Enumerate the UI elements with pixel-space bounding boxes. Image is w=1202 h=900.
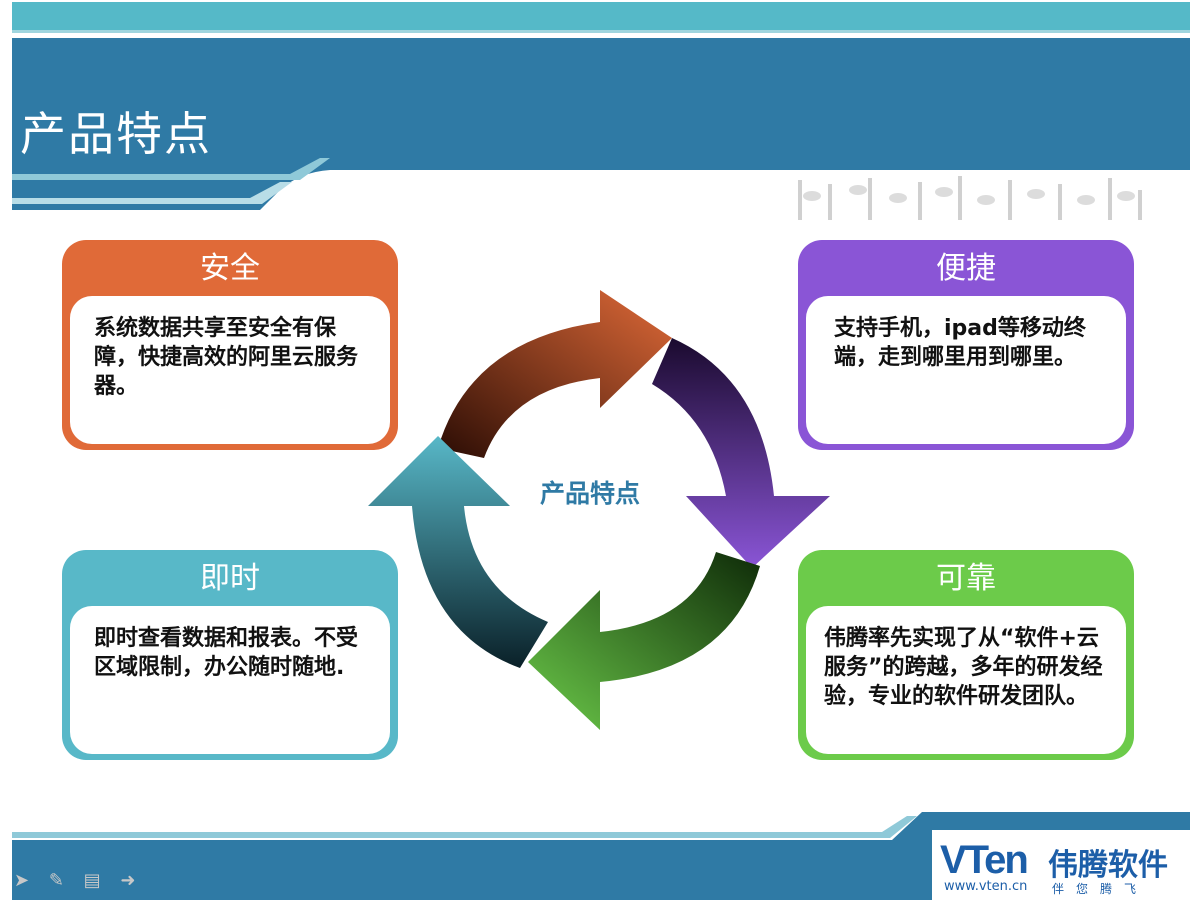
brand-name: 伟腾软件 (1048, 848, 1168, 883)
footer-band (12, 812, 1190, 900)
card-convenient: 便捷 支持手机，ipad等移动终端，走到哪里用到哪里。 (798, 240, 1134, 450)
brand-url: www.vten.cn (944, 879, 1028, 894)
brand-slogan: 伴您腾飞 (1052, 882, 1149, 896)
header-divider (12, 30, 1190, 33)
cycle-diagram (368, 290, 830, 730)
orange-arrow (438, 290, 672, 458)
card-reliable-body: 伟腾率先实现了从“软件+云服务”的跨越，多年的研发经验，专业的软件研发团队。 (806, 606, 1126, 754)
card-instant-body: 即时查看数据和报表。不受区域限制，办公随时随地. (70, 606, 390, 754)
card-instant-title: 即时 (200, 561, 260, 596)
green-arrow (528, 552, 760, 730)
menu-icon[interactable]: ▤ (83, 870, 101, 891)
header-band (12, 38, 1190, 166)
purple-arrow (652, 338, 830, 568)
slide-title: 产品特点 (20, 107, 212, 161)
cycle-center-label: 产品特点 (540, 479, 641, 508)
header-top-strip (12, 2, 1190, 30)
next-arrow-icon[interactable]: ➜ (120, 870, 136, 891)
card-convenient-title: 便捷 (936, 251, 996, 286)
pen-icon[interactable]: ✎ (48, 870, 64, 891)
card-instant: 即时 即时查看数据和报表。不受区域限制，办公随时随地. (62, 550, 398, 760)
card-convenient-body: 支持手机，ipad等移动终端，走到哪里用到哪里。 (806, 296, 1126, 444)
cyan-arrow (368, 436, 548, 668)
brand-logo: VTen (940, 838, 1029, 882)
card-reliable: 可靠 伟腾率先实现了从“软件+云服务”的跨越，多年的研发经验，专业的软件研发团队… (798, 550, 1134, 760)
card-security: 安全 系统数据共享至安全有保障，快捷高效的阿里云服务器。 (62, 240, 398, 450)
card-reliable-title: 可靠 (936, 561, 996, 596)
slideshow-toolbar: ➤ ✎ ▤ ➜ (14, 870, 150, 891)
pointer-icon[interactable]: ➤ (14, 870, 30, 891)
header-swoosh (12, 150, 1190, 220)
card-security-body: 系统数据共享至安全有保障，快捷高效的阿里云服务器。 (70, 296, 390, 444)
card-security-title: 安全 (200, 251, 260, 286)
